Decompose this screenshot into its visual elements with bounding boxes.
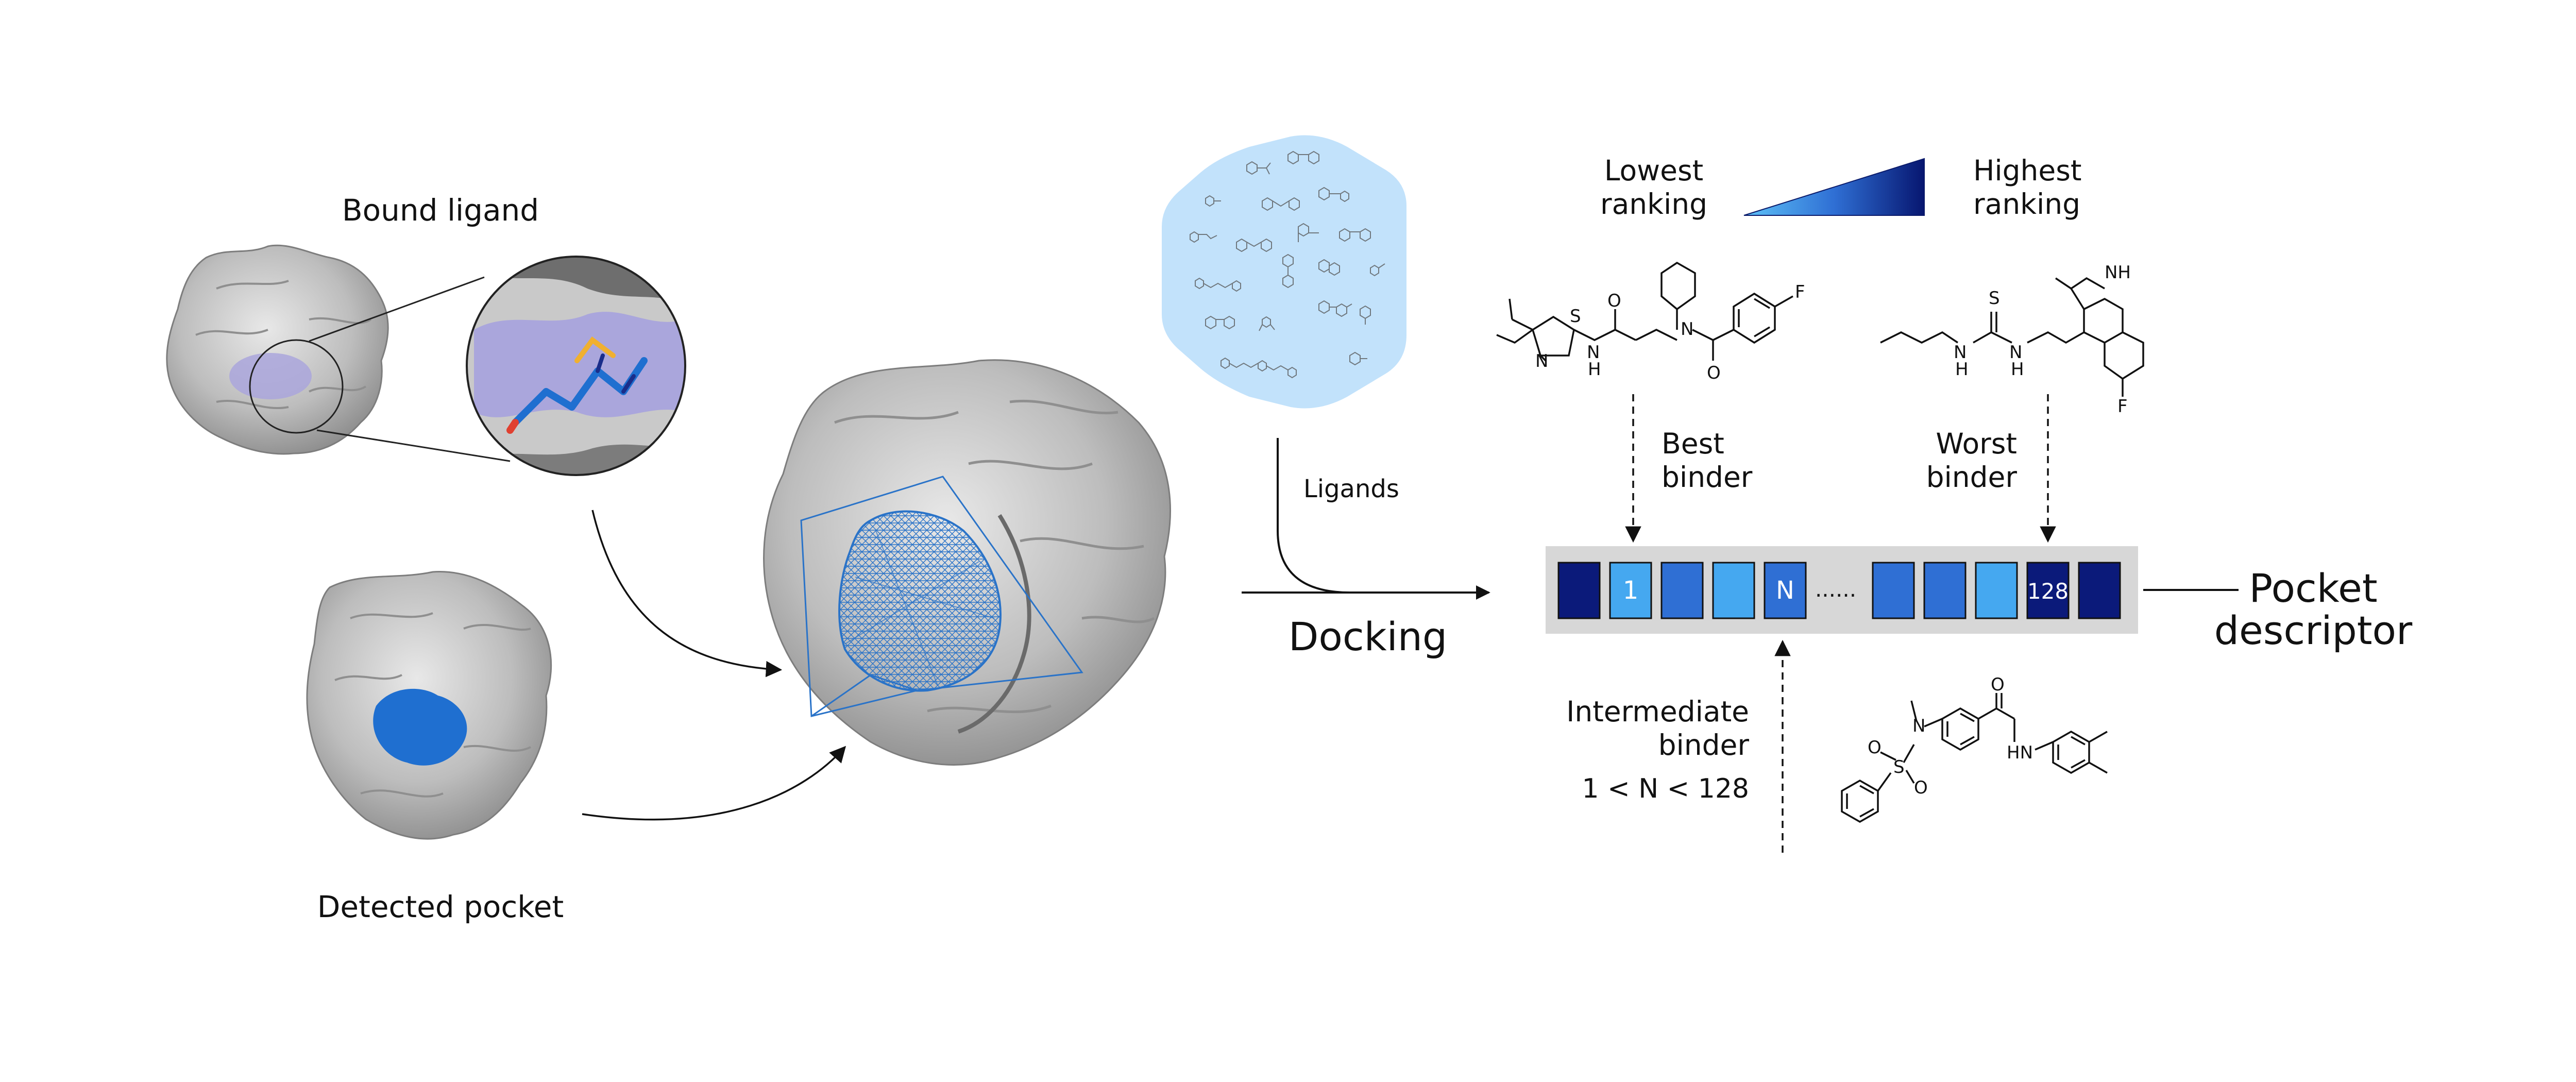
arrow-pocket-to-pocket — [582, 746, 846, 821]
protein-detected-pocket — [306, 571, 552, 840]
pocket-descriptor-line-1: Pocket — [2249, 565, 2377, 611]
descriptor-cell-label-right-4: 128 — [2027, 579, 2069, 604]
descriptor-cell-left-2 — [1609, 562, 1652, 619]
protein-bound-ligand — [166, 244, 389, 455]
svg-text:N: N — [1535, 351, 1548, 371]
svg-text:S: S — [1989, 288, 2000, 309]
svg-text:N: N — [1954, 342, 1967, 363]
worst-binder-atoms: N H S N H NH F — [1954, 262, 2131, 417]
svg-text:O: O — [1868, 737, 1882, 758]
svg-text:H: H — [1955, 359, 1969, 380]
zoom-circle — [466, 256, 686, 476]
svg-text:N: N — [1912, 716, 1925, 736]
best-binder-atoms: S N N H O N O F — [1535, 282, 1805, 383]
svg-text:S: S — [1893, 757, 1905, 777]
intermediate-binder-line-2: binder — [1658, 729, 1750, 762]
svg-text:O: O — [1707, 363, 1721, 383]
svg-text:N: N — [1681, 319, 1693, 340]
descriptor-cell-right-4 — [2026, 562, 2070, 619]
descriptor-cell-left-4 — [1712, 562, 1755, 619]
intermediate-binder-line-1: Intermediate — [1566, 695, 1749, 728]
descriptor-cell-right-5 — [2078, 562, 2121, 619]
descriptor-cell-left-3 — [1660, 562, 1704, 619]
descriptor-cell-left-5 — [1764, 562, 1807, 619]
svg-text:H: H — [2011, 359, 2024, 380]
svg-text:O: O — [1607, 291, 1621, 311]
worst-binder-line-1: Worst — [1936, 427, 2017, 460]
zoom-line-top — [309, 276, 485, 342]
descriptor-cell-label-left-5: N — [1776, 576, 1794, 605]
lowest-ranking-line-1: Lowest — [1604, 154, 1703, 187]
svg-text:H: H — [1588, 359, 1601, 380]
descriptor-ellipsis: ...... — [1815, 577, 1856, 602]
pocket-descriptor: 1 N ...... 128 — [1546, 546, 2138, 634]
descriptor-cell-label-left-2: 1 — [1623, 576, 1639, 605]
svg-text:N: N — [1587, 342, 1600, 363]
bound-ligand-label: Bound ligand — [342, 193, 539, 228]
worst-binder-line-2: binder — [1926, 461, 2018, 494]
svg-text:F: F — [1795, 282, 1805, 302]
svg-text:O: O — [1914, 777, 1928, 798]
pocket-descriptor-line-2: descriptor — [2214, 607, 2413, 653]
highest-ranking-line-1: Highest — [1973, 154, 2081, 187]
intermediate-binder-atoms: S O O N O HN — [1868, 674, 2033, 798]
intermediate-binder-molecule — [1841, 693, 2108, 823]
descriptor-cell-right-2 — [1923, 562, 1967, 619]
highest-ranking-line-2: ranking — [1973, 188, 2080, 221]
svg-text:N: N — [2009, 342, 2022, 363]
descriptor-cell-right-3 — [1975, 562, 2018, 619]
worst-binder-molecule — [1880, 277, 2144, 397]
ranking-gradient-wedge — [1743, 158, 1925, 216]
svg-text:O: O — [1991, 674, 2005, 695]
lowest-ranking-line-2: ranking — [1600, 188, 1707, 221]
ligand-library — [1162, 135, 1406, 409]
arrow-ligand-to-pocket — [591, 510, 783, 678]
best-binder-line-1: Best — [1662, 427, 1724, 460]
protein-pocket-mesh — [763, 359, 1172, 766]
svg-text:NH: NH — [2105, 262, 2131, 283]
intermediate-range: 1 < N < 128 — [1582, 773, 1750, 804]
svg-text:HN: HN — [2007, 742, 2033, 763]
svg-text:F: F — [2117, 396, 2128, 417]
ligands-label: Ligands — [1303, 475, 1399, 503]
descriptor-cell-left-1 — [1557, 562, 1601, 619]
best-binder-line-2: binder — [1662, 461, 1753, 494]
best-binder-molecule — [1496, 261, 1793, 362]
docking-label: Docking — [1289, 614, 1447, 660]
zoom-line-bottom — [316, 429, 511, 462]
descriptor-cell-right-1 — [1872, 562, 1915, 619]
detected-pocket-label: Detected pocket — [317, 889, 564, 924]
ligands-flow-curve — [1277, 438, 1350, 594]
svg-text:S: S — [1570, 306, 1581, 327]
